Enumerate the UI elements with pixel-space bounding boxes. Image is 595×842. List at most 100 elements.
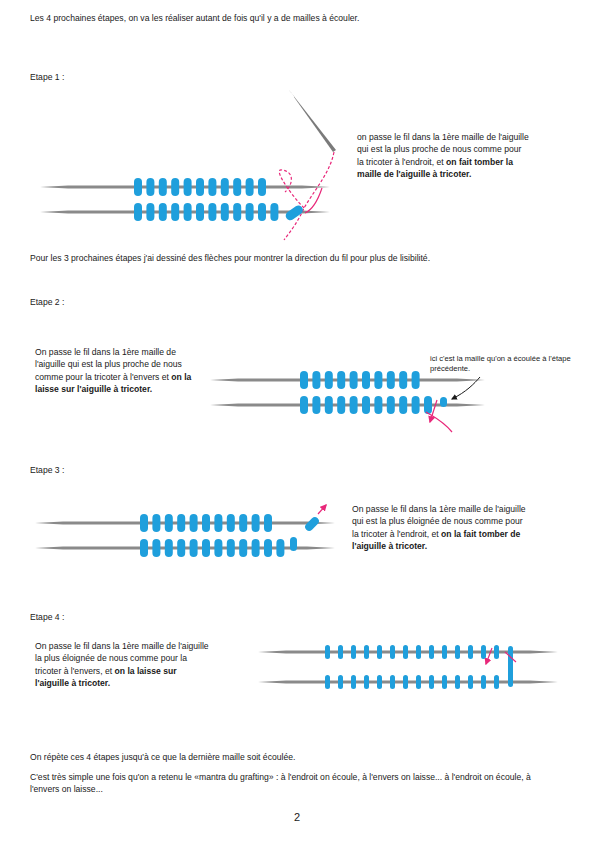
stitch bbox=[390, 645, 395, 659]
stitch bbox=[140, 539, 148, 557]
stitch bbox=[202, 514, 210, 532]
stitch bbox=[325, 645, 330, 659]
stitch bbox=[252, 539, 260, 557]
intro-text: Les 4 prochaines étapes, on va les réali… bbox=[30, 13, 359, 23]
stitch bbox=[350, 396, 358, 414]
stitch bbox=[258, 178, 266, 196]
intro-text: Les 4 prochaines étapes, on va les réali… bbox=[30, 12, 570, 24]
stitch bbox=[374, 371, 382, 389]
step-heading: Etape 4 : bbox=[30, 611, 150, 623]
page-number: 2 bbox=[247, 810, 347, 826]
stitch bbox=[325, 396, 333, 414]
stitch bbox=[403, 645, 408, 659]
stitch bbox=[165, 539, 173, 557]
stitch bbox=[152, 539, 160, 557]
stitch bbox=[246, 203, 254, 221]
step-heading: Etape 3 : bbox=[30, 464, 150, 476]
stitch bbox=[252, 514, 260, 532]
stitch bbox=[227, 514, 235, 532]
stitch bbox=[196, 178, 204, 196]
stitch bbox=[429, 645, 434, 659]
dropped-stitch bbox=[284, 204, 305, 222]
stitch bbox=[416, 645, 421, 659]
stitch bbox=[159, 178, 167, 196]
stitch bbox=[468, 675, 473, 689]
step-heading: Etape 4 : bbox=[30, 612, 64, 622]
stitch bbox=[233, 178, 241, 196]
yarn-arrow bbox=[318, 505, 326, 514]
stitch bbox=[258, 203, 266, 221]
note-text: Pour les 3 prochaines étapes j'ai dessin… bbox=[30, 252, 575, 264]
callout-text: ici c'est la maille qu'on a écoulée à l'… bbox=[430, 354, 580, 375]
stitch bbox=[351, 675, 356, 689]
stitch bbox=[208, 203, 216, 221]
stitch bbox=[338, 645, 343, 659]
step-heading: Etape 3 : bbox=[30, 465, 64, 475]
stitch bbox=[412, 396, 420, 414]
stitch bbox=[429, 675, 434, 689]
stitch bbox=[276, 539, 284, 557]
note-text: Pour les 3 prochaines étapes j'ai dessin… bbox=[30, 253, 430, 263]
stitch bbox=[412, 371, 420, 389]
stitch bbox=[362, 396, 370, 414]
stitch bbox=[214, 539, 222, 557]
yarn bbox=[279, 152, 334, 240]
stitch bbox=[387, 371, 395, 389]
stitch bbox=[351, 645, 356, 659]
stitch bbox=[221, 203, 229, 221]
stitch bbox=[362, 371, 370, 389]
stitch bbox=[184, 203, 192, 221]
stitch bbox=[190, 539, 198, 557]
stitch bbox=[227, 539, 235, 557]
stitch bbox=[387, 396, 395, 414]
stitch bbox=[442, 675, 447, 689]
stitch bbox=[214, 514, 222, 532]
stitch bbox=[399, 371, 407, 389]
stitch bbox=[134, 178, 142, 196]
stitch bbox=[177, 514, 185, 532]
stitch bbox=[300, 371, 308, 389]
stitch bbox=[264, 514, 272, 532]
stitch bbox=[337, 396, 345, 414]
stitch bbox=[190, 514, 198, 532]
instruction-text: On passe le fil dans la 1ère maille de l… bbox=[352, 503, 527, 553]
stitch bbox=[159, 203, 167, 221]
stitch bbox=[246, 178, 254, 196]
stitch bbox=[494, 675, 499, 689]
stitch bbox=[239, 539, 247, 557]
dropped-stitch bbox=[440, 397, 447, 407]
leader-line bbox=[452, 377, 480, 399]
stitch bbox=[350, 371, 358, 389]
darning-needle bbox=[289, 90, 336, 152]
stitch bbox=[270, 203, 278, 221]
stitch bbox=[325, 675, 330, 689]
knitting-needle bbox=[210, 378, 485, 381]
stitch bbox=[377, 645, 382, 659]
stitch bbox=[165, 514, 173, 532]
stitch bbox=[442, 645, 447, 659]
yarn-arrows bbox=[426, 400, 452, 432]
stitch bbox=[152, 514, 160, 532]
page-number: 2 bbox=[294, 811, 300, 823]
stitch bbox=[221, 178, 229, 196]
stitch bbox=[146, 178, 154, 196]
stitch bbox=[202, 539, 210, 557]
stitch bbox=[140, 514, 148, 532]
step-heading: Etape 2 : bbox=[30, 297, 64, 307]
grafted-stitch bbox=[508, 646, 513, 687]
yarn-arrows bbox=[486, 648, 516, 664]
step-heading: Etape 1 : bbox=[30, 71, 150, 83]
stitch bbox=[364, 675, 369, 689]
stitch bbox=[455, 645, 460, 659]
stitch bbox=[364, 645, 369, 659]
stitch bbox=[171, 178, 179, 196]
stitch bbox=[481, 645, 486, 659]
stitch bbox=[338, 675, 343, 689]
stitch bbox=[171, 203, 179, 221]
stitch bbox=[184, 178, 192, 196]
instruction-text: on passe le fil dans la 1ère maille de l… bbox=[357, 131, 529, 181]
stitch bbox=[312, 371, 320, 389]
closing-text: On répète ces 4 étapes jusqu'à ce que la… bbox=[30, 752, 295, 762]
stitch bbox=[196, 203, 204, 221]
stitch bbox=[374, 396, 382, 414]
